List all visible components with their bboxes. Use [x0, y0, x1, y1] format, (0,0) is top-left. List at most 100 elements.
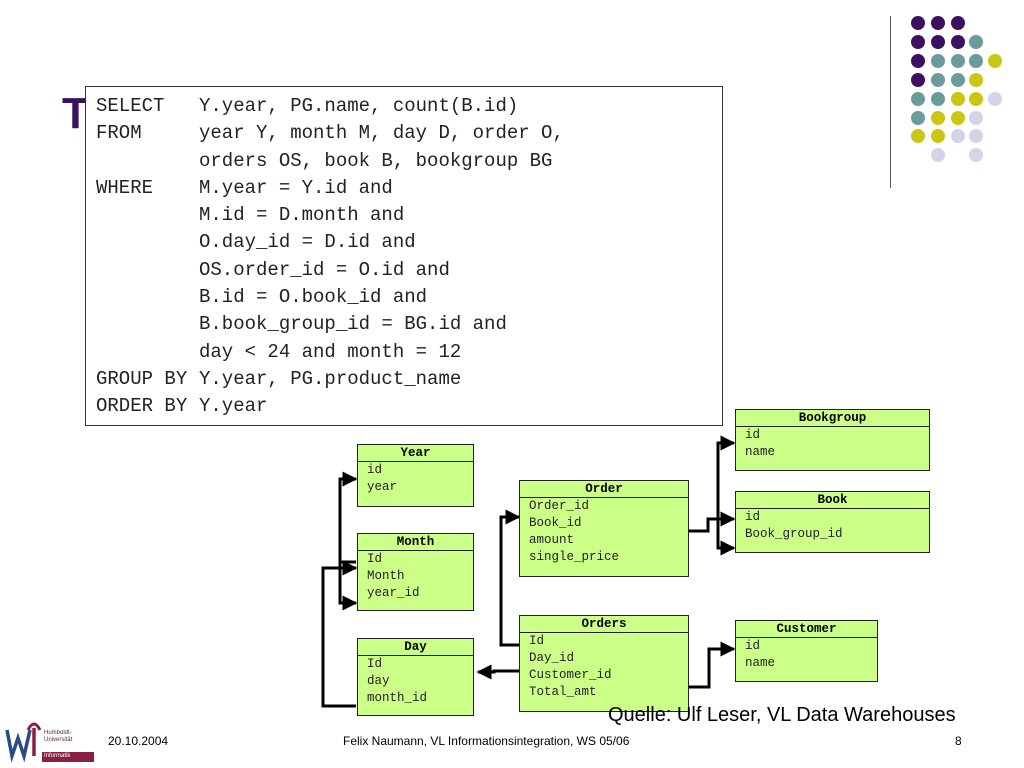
decorative-dot — [911, 111, 925, 125]
sql-clause: day < 24 and month = 12 — [199, 340, 462, 363]
decorative-dot — [951, 35, 965, 49]
entity-year: Year id year — [357, 444, 474, 507]
decorative-dot — [911, 73, 925, 87]
decorative-dot — [969, 54, 983, 68]
entity-attribute: Order_id — [529, 499, 590, 513]
sql-keyword: SELECT — [96, 95, 165, 117]
entity-month-title: Month — [358, 534, 473, 551]
decorative-dot — [969, 111, 983, 125]
entity-attribute: id — [745, 510, 761, 524]
decorative-dot — [931, 129, 945, 143]
sql-clause: Y.year — [199, 395, 268, 418]
sql-keyword: GROUP BY — [96, 367, 188, 390]
entity-order-title: Order — [520, 481, 688, 498]
entity-attribute: name — [745, 445, 776, 459]
sql-line: OS.order_id = O.id and — [96, 257, 722, 284]
sql-clause: B.id = O.book_id and — [199, 286, 428, 309]
entity-orders-title: Orders — [520, 616, 688, 633]
entity-attribute: Book_group_id — [745, 527, 843, 541]
decorative-dot — [951, 129, 965, 143]
decorative-dot — [931, 73, 945, 87]
decorative-dot — [931, 35, 945, 49]
connector-month-year — [338, 471, 358, 564]
sql-line: B.book_group_id = BG.id and — [96, 311, 722, 338]
decorative-dot — [969, 148, 983, 162]
entity-attribute: Id — [367, 657, 383, 671]
connector-orders-order — [499, 509, 521, 647]
footer-center: Felix Naumann, VL Informationsintegratio… — [343, 734, 630, 748]
sql-clause: orders OS, book B, bookgroup BG — [199, 149, 553, 172]
decorative-dot — [951, 54, 965, 68]
entity-year-title: Year — [358, 445, 473, 462]
sql-line: B.id = O.book_id and — [96, 284, 722, 311]
sql-clause: Y.year, PG.product_name — [199, 367, 462, 390]
connector-order-book — [716, 519, 736, 556]
connector-day-month-2 — [338, 562, 358, 611]
decorative-dot — [931, 54, 945, 68]
humboldt-university-logo — [5, 722, 94, 763]
decorative-dot — [951, 16, 965, 30]
footer-date: 20.10.2004 — [108, 734, 169, 748]
connector-day-month — [321, 560, 358, 708]
sql-clause: Y.year, PG.name, count(B.id) — [199, 95, 519, 117]
sql-line: GROUP BY Y.year, PG.product_name — [96, 366, 722, 393]
entity-bookgroup-title: Bookgroup — [736, 410, 929, 427]
divider-line — [890, 16, 891, 188]
slide-title: T — [62, 89, 89, 138]
entity-attribute: id — [367, 463, 383, 477]
decorative-dot — [931, 16, 945, 30]
sql-keyword: WHERE — [96, 176, 154, 199]
sql-line: SELECT Y.year, PG.name, count(B.id) — [96, 93, 722, 120]
decorative-dot — [988, 54, 1002, 68]
decorative-dot — [951, 111, 965, 125]
logo-text-line3: Informatik — [44, 753, 71, 759]
decorative-dot — [951, 92, 965, 106]
decorative-dot — [931, 148, 945, 162]
sql-clause: B.book_group_id = BG.id and — [199, 313, 507, 336]
decorative-dot — [911, 35, 925, 49]
entity-attribute: Id — [367, 552, 383, 566]
decorative-dot — [911, 54, 925, 68]
entity-attribute: year_id — [367, 586, 420, 600]
decorative-dot — [969, 35, 983, 49]
entity-attribute: name — [745, 656, 776, 670]
decorative-dot — [931, 92, 945, 106]
sql-clause: O.day_id = D.id and — [199, 231, 416, 254]
decorative-dot — [969, 73, 983, 87]
sql-line: ORDER BY Y.year — [96, 393, 722, 420]
connector-order-book-group — [689, 435, 736, 533]
entity-attribute: Book_id — [529, 516, 582, 530]
entity-attribute: Day_id — [529, 651, 575, 665]
logo-text-line2: Universität — [44, 737, 73, 743]
sql-clause: OS.order_id = O.id and — [199, 258, 450, 281]
sql-line: WHERE M.year = Y.id and — [96, 175, 722, 202]
entity-attribute: single_price — [529, 550, 620, 564]
entity-attribute: month_id — [367, 691, 428, 705]
entity-attribute: Customer_id — [529, 668, 612, 682]
sql-clause: M.id = D.month and — [199, 204, 405, 227]
entity-attribute: year — [367, 480, 398, 494]
entity-attribute: Total_amt — [529, 685, 597, 699]
entity-attribute: amount — [529, 533, 575, 547]
logo-text-line1: Humboldt- — [44, 730, 72, 736]
decorative-dot — [931, 111, 945, 125]
entity-attribute: id — [745, 428, 761, 442]
entity-attribute: id — [745, 639, 761, 653]
sql-keyword: FROM — [96, 122, 142, 145]
decorative-dot — [951, 73, 965, 87]
decorative-dot — [911, 16, 925, 30]
sql-line: O.day_id = D.id and — [96, 229, 722, 256]
sql-keyword: ORDER BY — [96, 395, 188, 418]
entity-attribute: day — [367, 674, 390, 688]
entity-book-title: Book — [736, 492, 929, 509]
entity-bookgroup: Bookgroup id name — [735, 409, 930, 471]
sql-line: day < 24 and month = 12 — [96, 339, 722, 366]
decorative-dot — [911, 129, 925, 143]
connector-orders-day — [476, 664, 519, 680]
connector-orders-customer — [689, 641, 736, 689]
sql-clause: M.year = Y.id and — [199, 176, 393, 199]
